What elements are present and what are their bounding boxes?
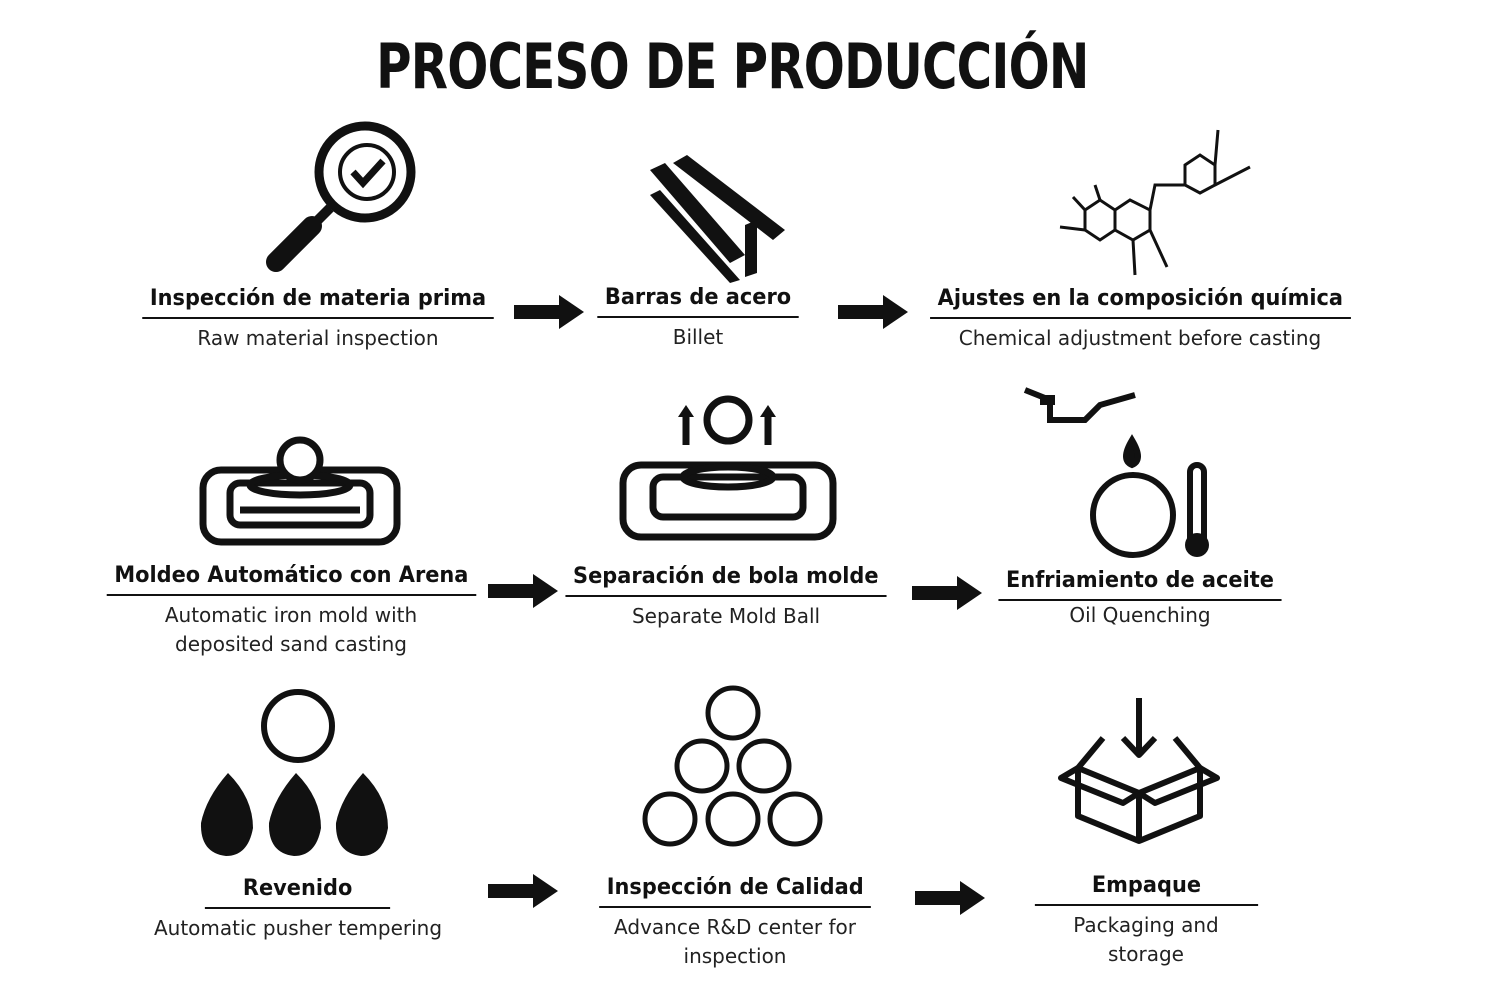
arrow-right-icon [838,295,908,329]
step-subtitle: Chemical adjustment before casting [958,326,1322,350]
step-label: Empaque [1034,873,1258,906]
ball-pyramid-icon [642,685,823,847]
step-chemical-adjustment: Ajustes en la composición química Chemic… [900,286,1380,353]
box-icon [1058,698,1220,844]
arrow-right-icon [488,574,558,608]
step-quality-inspection: Inspección de Calidad Advance R&D center… [515,875,955,971]
mold-icon [199,436,401,546]
step-raw-material-inspection: Inspección de materia prima Raw material… [98,286,538,353]
step-label: Ajustes en la composición química [929,286,1351,319]
arrow-right-icon [488,874,558,908]
step-oil-quenching: Enfriamiento de aceite Oil Quenching [920,568,1360,630]
step-label: Inspección de Calidad [598,875,872,908]
step-label: Inspección de materia prima [142,286,494,319]
step-tempering: Revenido Automatic pusher tempering [78,876,518,943]
step-subtitle: Oil Quenching [1069,603,1211,627]
step-subtitle: Advance R&D center for inspection [614,915,856,968]
magnifier-check-icon [266,121,416,272]
step-automatic-molding: Moldeo Automático con Arena Automatic ir… [71,563,511,659]
step-label: Separación de bola molde [565,564,887,597]
arrow-right-icon [912,576,982,610]
step-label: Barras de acero [597,285,799,318]
page-title: PROCESO DE PRODUCCIÓN [376,30,1089,103]
step-subtitle: Raw material inspection [197,326,439,350]
arrow-right-icon [915,881,985,915]
step-billet: Barras de acero Billet [478,285,918,352]
oil-quench-icon [1023,387,1209,558]
arrow-right-icon [514,295,584,329]
step-subtitle: Billet [672,325,724,349]
step-label: Moldeo Automático con Arena [106,563,476,596]
mold-separation-icon [619,395,837,541]
step-subtitle: Automatic iron mold with deposited sand … [164,603,418,656]
steel-bars-icon [650,155,785,283]
step-label: Revenido [205,876,391,909]
step-label: Enfriamiento de aceite [998,568,1282,601]
step-packaging: Empaque Packaging and storage [926,873,1366,969]
molecule-icon [1059,129,1251,276]
step-separate-mold-ball: Separación de bola molde Separate Mold B… [506,564,946,631]
step-subtitle: Packaging and storage [1073,913,1219,966]
step-subtitle: Automatic pusher tempering [153,916,443,940]
step-subtitle: Separate Mold Ball [631,604,821,628]
fire-ball-icon [200,689,388,856]
